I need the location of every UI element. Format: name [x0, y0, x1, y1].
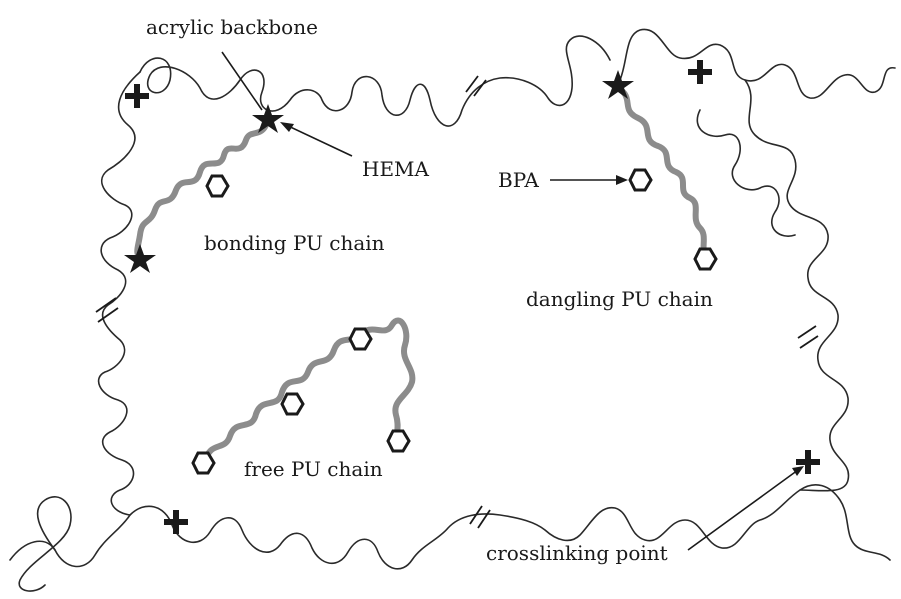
label-free-pu-chain: free PU chain: [244, 457, 383, 481]
crosslink-plus-icon: [164, 510, 188, 534]
crosslink-plus-icon: [125, 84, 149, 108]
label-acrylic-backbone: acrylic backbone: [146, 15, 318, 39]
chain-break-marks: [95, 75, 819, 529]
break-mark-bottom: [469, 505, 491, 529]
bpa-hexagon-icon: [628, 168, 653, 192]
arrow-hema: [280, 122, 353, 157]
free-pu-chain-coil-right: [357, 317, 416, 443]
break-mark-right: [797, 325, 819, 349]
arrow-crosslinking: [687, 466, 804, 551]
label-bonding-pu-chain: bonding PU chain: [204, 231, 385, 255]
bpa-hexagon-icon: [386, 429, 411, 453]
crosslink-plus-icon: [688, 60, 712, 84]
backbone-top-right-segment: [619, 28, 896, 99]
backbone-bottom-segment: [9, 484, 891, 570]
arrow-acrylic-backbone: [221, 51, 263, 111]
crosslink-plus-icon: [796, 450, 820, 474]
label-dangling-pu-chain: dangling PU chain: [526, 287, 713, 311]
bpa-hexagon-icon: [280, 392, 305, 416]
label-hema: HEMA: [362, 157, 430, 181]
break-mark-left: [95, 297, 119, 323]
backbone-right-segment: [744, 79, 850, 492]
bpa-hexagon-icon: [205, 174, 230, 198]
dangling-pu-chain-coil: [615, 85, 709, 261]
backbone-inner-right-segment: [696, 109, 796, 237]
bpa-hexagon-icon: [191, 451, 216, 475]
annotation-arrows: [221, 51, 804, 551]
bpa-hexagon-icon: [348, 327, 373, 351]
bpa-markers: [191, 168, 718, 475]
backbone-bottom-left-segment: [18, 496, 72, 592]
break-mark-top: [465, 75, 487, 97]
label-bpa: BPA: [498, 168, 539, 192]
bonding-pu-chain-coil: [134, 117, 271, 261]
diagram-labels: acrylic backbone HEMA BPA bonding PU cha…: [146, 15, 713, 565]
hema-star-icon: [252, 104, 284, 133]
label-crosslinking-point: crosslinking point: [486, 541, 668, 565]
hema-markers: [124, 70, 634, 273]
acrylic-backbone: [9, 28, 896, 592]
arrow-bpa: [550, 175, 628, 185]
hema-star-icon: [602, 70, 634, 99]
hema-star-icon: [124, 244, 156, 273]
backbone-left-segment: [97, 71, 141, 516]
pu-chains: [134, 85, 709, 465]
backbone-top-segment: [139, 35, 611, 127]
crosslink-markers: [125, 60, 820, 534]
free-pu-chain-coil-left: [202, 332, 363, 465]
bpa-hexagon-icon: [693, 247, 718, 271]
